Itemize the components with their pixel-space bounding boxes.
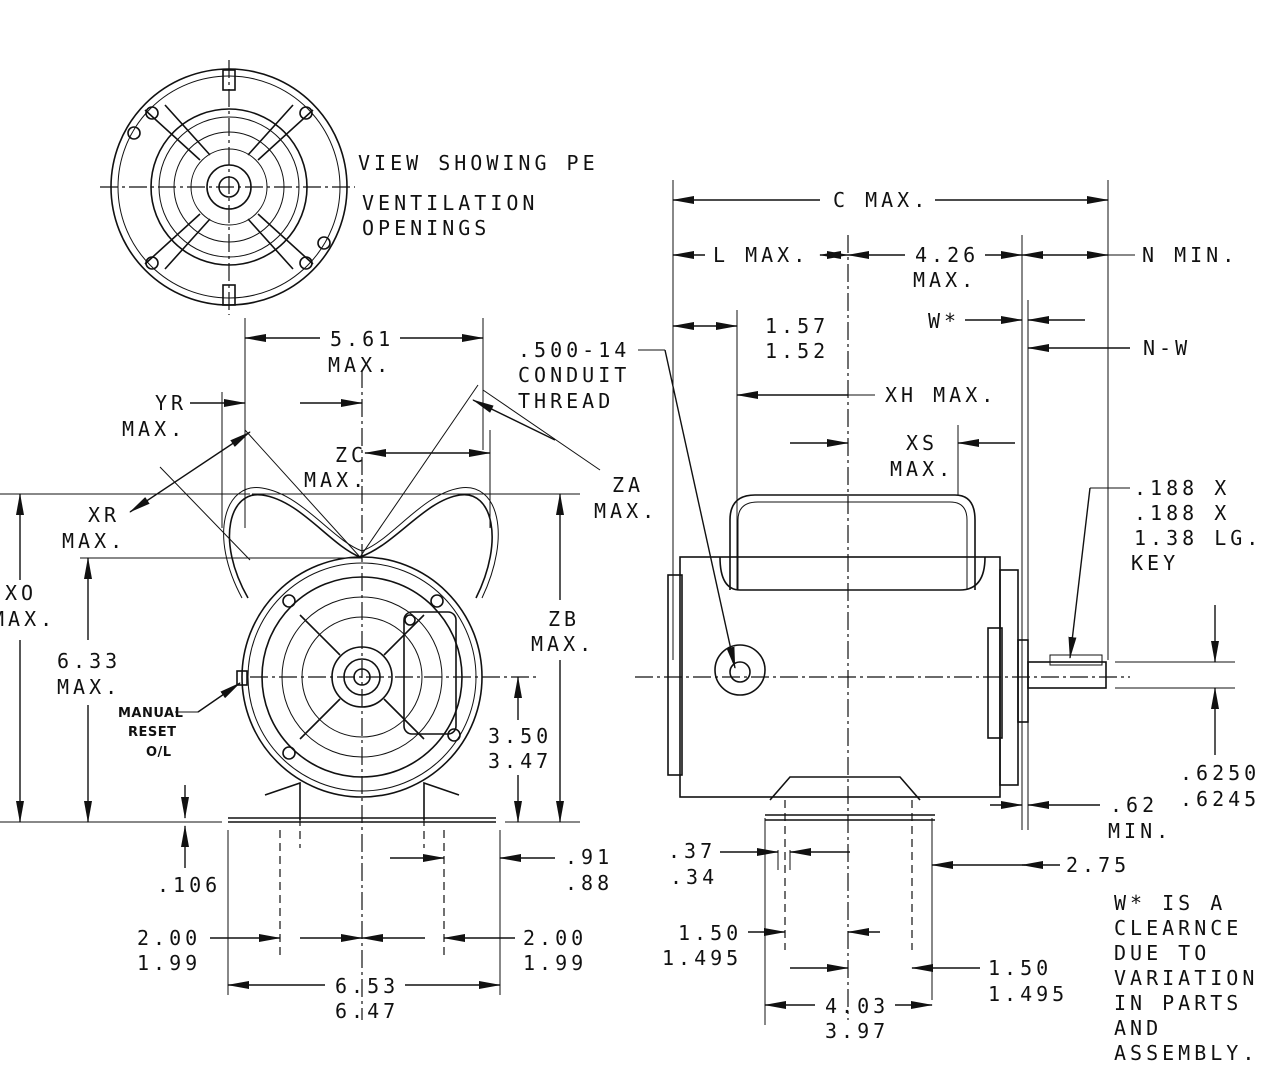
dim-4-03: 4.03 <box>825 994 889 1018</box>
note-line: DUE TO <box>1114 941 1210 965</box>
dim-62-min: MIN. <box>1108 819 1172 843</box>
note-line: IN PARTS <box>1114 991 1242 1015</box>
label-view-showing: VIEW SHOWING PE <box>358 151 599 175</box>
dim-6-47: 6.47 <box>335 999 399 1023</box>
dim-1-495-right: 1.495 <box>988 982 1068 1006</box>
dim-n-w: N-W <box>1143 336 1191 360</box>
side-view <box>635 235 1130 1020</box>
dim-2-75: 2.75 <box>1066 853 1130 877</box>
dim-xo: XO <box>5 581 37 605</box>
label-manual: MANUAL <box>118 706 183 721</box>
dim-5-61: 5.61 <box>330 327 394 351</box>
dim-62: .62 <box>1110 793 1158 817</box>
dim-6250: .6250 <box>1180 761 1260 785</box>
dim-c-max: C MAX. <box>833 188 929 212</box>
key-line-2: .188 X <box>1134 501 1230 525</box>
dim-l-max: L MAX. <box>713 243 809 267</box>
dim-za-max: MAX. <box>594 499 658 523</box>
label-conduit: CONDUIT <box>518 363 630 387</box>
dim-xs-max: MAX. <box>890 457 954 481</box>
dim-6-33: 6.33 <box>57 649 121 673</box>
dim-34: .34 <box>670 865 718 889</box>
dim-3-97: 3.97 <box>825 1019 889 1043</box>
label-ol: O/L <box>146 745 172 760</box>
dim-xs: XS <box>906 431 938 455</box>
label-thread: THREAD <box>518 389 614 413</box>
label-openings: OPENINGS <box>362 216 490 240</box>
dim-za: ZA <box>612 473 644 497</box>
dim-1-99-right: 1.99 <box>523 951 587 975</box>
dim-xh-max: XH MAX. <box>885 383 997 407</box>
dim-yr-max: MAX. <box>122 417 186 441</box>
dim-106: .106 <box>157 873 221 897</box>
dim-37: .37 <box>668 839 716 863</box>
top-end-view <box>100 60 355 315</box>
dim-1-99-left: 1.99 <box>137 951 201 975</box>
dim-w-star: W* <box>928 309 960 333</box>
dim-3-47: 3.47 <box>488 749 552 773</box>
note-line: W* IS A <box>1114 891 1226 915</box>
dim-6-33-max: MAX. <box>57 675 121 699</box>
label-reset: RESET <box>128 725 177 740</box>
key-line-1: .188 X <box>1134 476 1230 500</box>
dim-yr: YR <box>155 391 187 415</box>
note-line: ASSEMBLY. <box>1114 1041 1258 1065</box>
dim-4-26-max: MAX. <box>913 268 977 292</box>
dim-6-53: 6.53 <box>335 974 399 998</box>
note-line: AND <box>1114 1016 1162 1040</box>
dim-xr-max: MAX. <box>62 529 126 553</box>
dim-91: .91 <box>565 845 613 869</box>
dim-xr: XR <box>88 503 120 527</box>
label-ventilation: VENTILATION <box>362 191 538 215</box>
dim-zb: ZB <box>548 607 580 631</box>
front-end-view <box>223 370 540 1020</box>
key-line-3: 1.38 LG. <box>1134 526 1262 550</box>
dim-5-61-max: MAX. <box>328 353 392 377</box>
dim-zc-max: MAX. <box>304 468 368 492</box>
note-line: VARIATION <box>1114 966 1258 990</box>
clearance-note: W* IS A CLEARNCE DUE TO VARIATION IN PAR… <box>1114 891 1258 1065</box>
dim-1-50-left: 1.50 <box>678 921 742 945</box>
dim-4-26: 4.26 <box>915 243 979 267</box>
dim-6245: .6245 <box>1180 787 1260 811</box>
dim-2-00-right: 2.00 <box>523 926 587 950</box>
dim-2-00-left: 2.00 <box>137 926 201 950</box>
dim-1-495-left: 1.495 <box>662 946 742 970</box>
dim-1-57: 1.57 <box>765 314 829 338</box>
dim-88: .88 <box>565 871 613 895</box>
dim-n-min: N MIN. <box>1142 243 1238 267</box>
key-line-4: KEY <box>1131 551 1179 575</box>
dim-zb-max: MAX. <box>531 632 595 656</box>
dim-1-50-right: 1.50 <box>988 956 1052 980</box>
dim-xo-max: MAX. <box>0 607 56 631</box>
dim-zc: ZC <box>335 443 367 467</box>
note-line: CLEARNCE <box>1114 916 1242 940</box>
label-500-14: .500-14 <box>518 338 630 362</box>
dim-1-52: 1.52 <box>765 339 829 363</box>
dim-3-50: 3.50 <box>488 724 552 748</box>
